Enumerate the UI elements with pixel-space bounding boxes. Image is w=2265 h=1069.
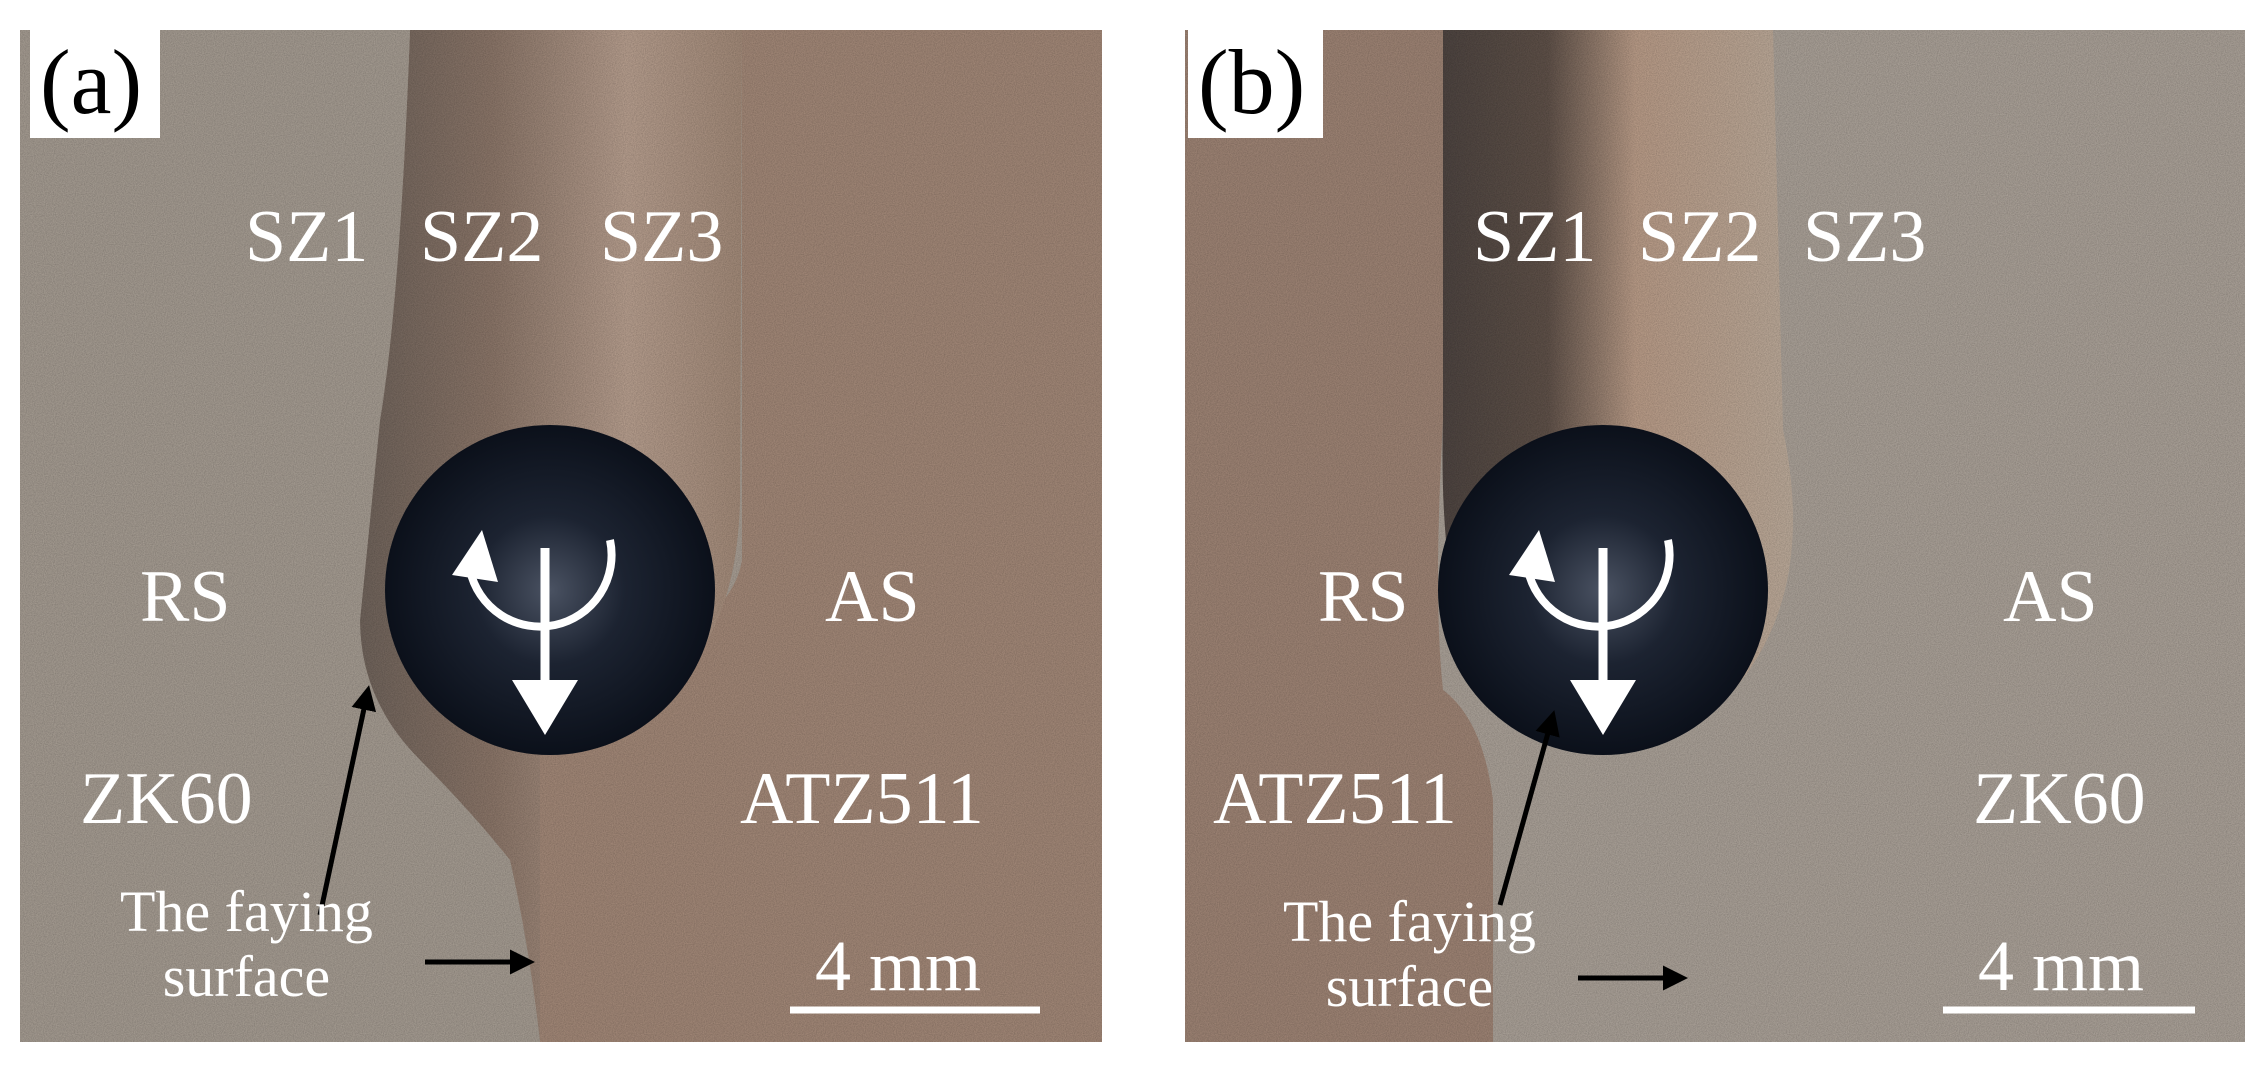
traverse-arrow-icon (1570, 680, 1636, 735)
keyhole (385, 425, 715, 755)
rotation-arc-icon (466, 539, 616, 631)
zone-label-sz2: SZ2 (1638, 196, 1762, 278)
micrograph-b (1185, 30, 2245, 1042)
left-material-label: ATZ511 (1213, 758, 1457, 840)
retreating-side-label: RS (1318, 556, 1409, 638)
panel-tag: (b) (1188, 30, 1324, 138)
faying-surface-label: The faying surface (1283, 889, 1536, 1020)
atz511-region (540, 30, 1102, 1042)
rotation-arrowhead-icon (1509, 530, 1555, 582)
micrograph-a (20, 30, 1102, 1042)
faying-pointer-arrow-1 (1497, 710, 1560, 906)
advancing-side-label: AS (825, 556, 920, 638)
zone-label-sz3: SZ3 (600, 196, 724, 278)
zone-label-sz3: SZ3 (1803, 196, 1927, 278)
retreating-side-label: RS (140, 556, 231, 638)
faying-surface-label: The faying surface (120, 879, 373, 1010)
atz511-region (1185, 30, 1493, 1042)
scale-label: 4 mm (1978, 926, 2145, 1006)
rotation-arc-icon (1524, 539, 1674, 631)
right-material-label: ATZ511 (740, 758, 984, 840)
scale-label: 4 mm (815, 926, 982, 1006)
zone-label-sz2: SZ2 (420, 196, 544, 278)
right-material-label: ZK60 (1973, 758, 2146, 840)
panel-a: (a) SZ1 SZ2 SZ3 RS AS ZK60 ATZ511 The fa… (0, 0, 1122, 1069)
rotation-arrowhead-icon (452, 530, 498, 582)
panel-tag: (a) (30, 30, 161, 138)
faying-label-line2: surface (1325, 953, 1494, 1019)
faying-pointer-arrow-1 (317, 685, 377, 916)
zone-label-sz1: SZ1 (245, 196, 369, 278)
zone-label-sz1: SZ1 (1473, 196, 1597, 278)
panel-b: (b) SZ1 SZ2 SZ3 RS AS ATZ511 ZK60 The fa… (1143, 0, 2265, 1069)
left-material-label: ZK60 (80, 758, 253, 840)
faying-label-line1: The faying (1283, 889, 1536, 954)
traverse-arrow-icon (512, 680, 578, 735)
faying-label-line2: surface (162, 943, 331, 1009)
faying-label-line1: The faying (120, 879, 373, 944)
advancing-side-label: AS (2003, 556, 2098, 638)
zk60-left (20, 30, 540, 1042)
